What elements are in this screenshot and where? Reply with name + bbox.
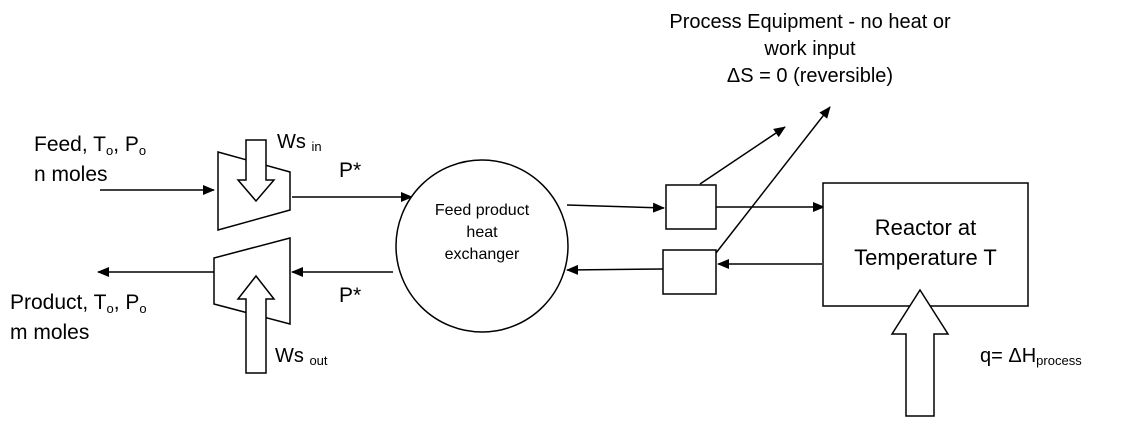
pointer-arrow-upper (699, 126, 786, 185)
feed-moles-label: n moles (34, 163, 108, 186)
feed-label: Feed, To, Po (34, 134, 146, 157)
process-equipment-line3: ΔS = 0 (reversible) (726, 65, 894, 87)
process-box-upper (665, 184, 717, 230)
ws-in-arrow (236, 139, 276, 203)
ws-out-label: Ws out (275, 346, 328, 367)
ws-out-subscript: out (309, 353, 328, 368)
heat-duty-label: q= ΔHprocess (980, 346, 1082, 367)
feed-temp-subscript: o (105, 143, 114, 158)
product-label-text: Product, T (10, 291, 107, 314)
product-label: Product, To, Po (10, 292, 147, 315)
exchanger-label-line1: Feed product (434, 202, 530, 219)
ws-out-arrow (236, 274, 276, 374)
process-box-lower (662, 249, 717, 295)
process-equipment-line2: work input (764, 38, 856, 60)
feed-pressure-subscript: o (138, 143, 147, 158)
product-temp-subscript: o (106, 301, 114, 316)
ws-in-label: Ws in (277, 132, 322, 153)
reactor-label-line1: Reactor at (874, 215, 977, 240)
product-pressure-subscript: o (139, 301, 147, 316)
feed-label-mid: , P (113, 133, 139, 156)
ws-out-text: Ws (275, 345, 304, 367)
exchanger-to-process-arrow (566, 202, 665, 213)
reactor-box (822, 182, 1029, 307)
exchanger-label-line3: exchanger (444, 246, 520, 263)
ws-in-subscript: in (311, 139, 322, 154)
heat-duty-text: q= ΔH (980, 345, 1037, 367)
p-star-bottom-label: P* (339, 284, 362, 307)
product-label-mid: , P (113, 291, 140, 314)
reactor-label-line2: Temperature T (854, 245, 997, 270)
heat-exchanger-circle (395, 159, 569, 333)
process-to-exchanger-arrow (566, 264, 664, 275)
heat-input-arrow (890, 288, 950, 417)
p-star-top-label: P* (339, 159, 362, 182)
process-equipment-line1: Process Equipment - no heat or (669, 11, 951, 33)
ws-in-text: Ws (277, 131, 306, 153)
exchanger-label-line2: heat (466, 224, 498, 241)
heat-duty-subscript: process (1036, 353, 1082, 368)
product-moles-label: m moles (10, 321, 90, 344)
pointer-arrow-lower (715, 106, 831, 254)
feed-label-text: Feed, T (34, 133, 106, 156)
